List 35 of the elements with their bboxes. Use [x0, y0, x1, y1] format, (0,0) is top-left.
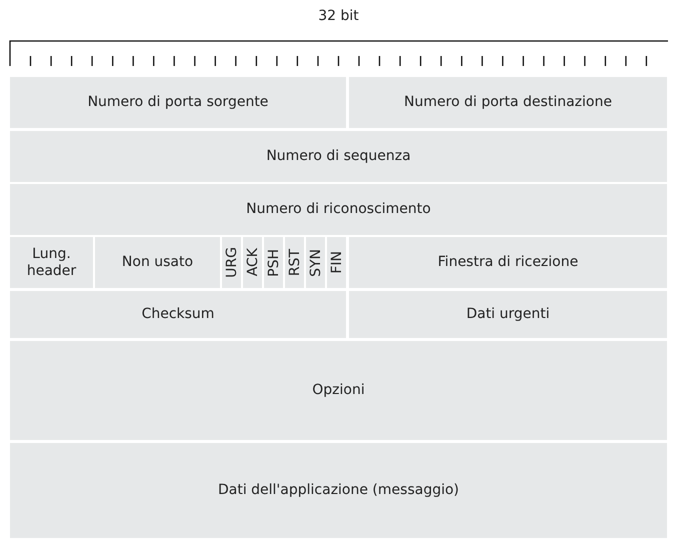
header-field	[306, 237, 325, 288]
header-field	[10, 443, 667, 538]
header-field	[10, 237, 93, 288]
field-label: Numero di porta destinazione	[404, 94, 612, 111]
header-field	[285, 237, 304, 288]
header-field	[349, 291, 667, 338]
header-field	[243, 237, 262, 288]
field-label: Dati urgenti	[466, 306, 550, 323]
field-label: Non usato	[122, 254, 194, 271]
field-label: Finestra di ricezione	[438, 254, 578, 271]
header-field	[327, 237, 346, 288]
field-label: Lung. header	[26, 246, 78, 280]
flag-label: URG	[224, 247, 240, 278]
header-field	[10, 77, 346, 128]
header-field	[349, 237, 667, 288]
field-label: Numero di sequenza	[266, 148, 411, 165]
flag-label: ACK	[244, 248, 260, 277]
field-label: Numero di riconoscimento	[246, 201, 431, 218]
header-field	[264, 237, 283, 288]
flag-label: RST	[286, 248, 302, 276]
width-label: 32 bit	[317, 8, 360, 24]
field-label: Opzioni	[312, 382, 365, 399]
header-field	[222, 237, 241, 288]
header-field	[95, 237, 220, 288]
flag-label: FIN	[328, 251, 344, 274]
flag-label: PSH	[266, 248, 282, 276]
field-label: Checksum	[142, 306, 214, 323]
flag-label: SYN	[308, 248, 324, 276]
header-field	[349, 77, 667, 128]
header-field	[10, 184, 667, 235]
header-field	[10, 341, 667, 440]
header-field	[10, 291, 346, 338]
header-field	[10, 131, 667, 182]
field-label: Numero di porta sorgente	[88, 94, 268, 111]
field-label: Dati dell'applicazione (messaggio)	[218, 482, 460, 499]
